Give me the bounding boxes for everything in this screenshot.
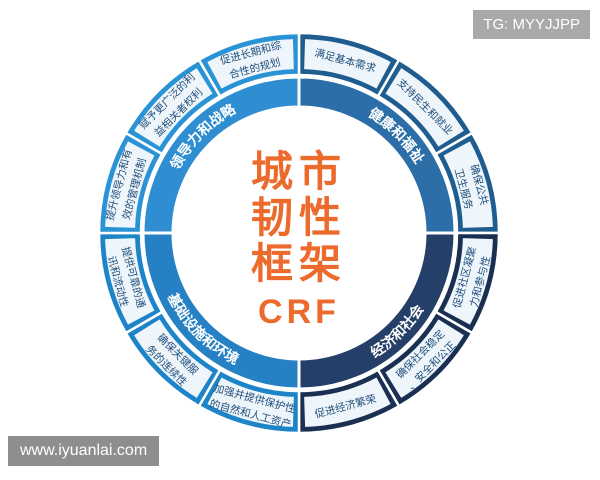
outer-segment-box <box>385 319 464 398</box>
center-subtitle: CRF <box>258 293 340 331</box>
outer-segment-box <box>134 68 213 147</box>
watermark-telegram: TG: MYYJJPP <box>473 10 590 39</box>
outer-segment-box <box>207 39 294 89</box>
outer-segment-box <box>105 141 155 228</box>
center-title: 城市 韧性 框架 CRF <box>251 147 347 331</box>
outer-segment-box <box>304 377 391 427</box>
watermark-url: www.iyuanlai.com <box>8 436 160 466</box>
center-title-line-1: 城市 <box>251 147 347 196</box>
outer-segment-box <box>443 238 493 325</box>
outer-segment-box <box>304 39 391 89</box>
outer-segment-box <box>443 141 493 228</box>
center-disc <box>175 109 423 357</box>
outer-segment-box <box>134 319 213 398</box>
outer-ring: 满足基本需求支持民生和就业确保公共卫生服务促进社区凝聚力和参与性确保社会稳定、安… <box>97 31 501 435</box>
center-title-line-3: 框架 <box>251 239 347 288</box>
center-title-line-2: 韧性 <box>251 193 347 242</box>
outer-segment-box <box>385 68 464 147</box>
outer-segment-box <box>207 377 294 427</box>
quadrant-band <box>141 75 301 235</box>
outer-segment-box <box>105 238 155 325</box>
